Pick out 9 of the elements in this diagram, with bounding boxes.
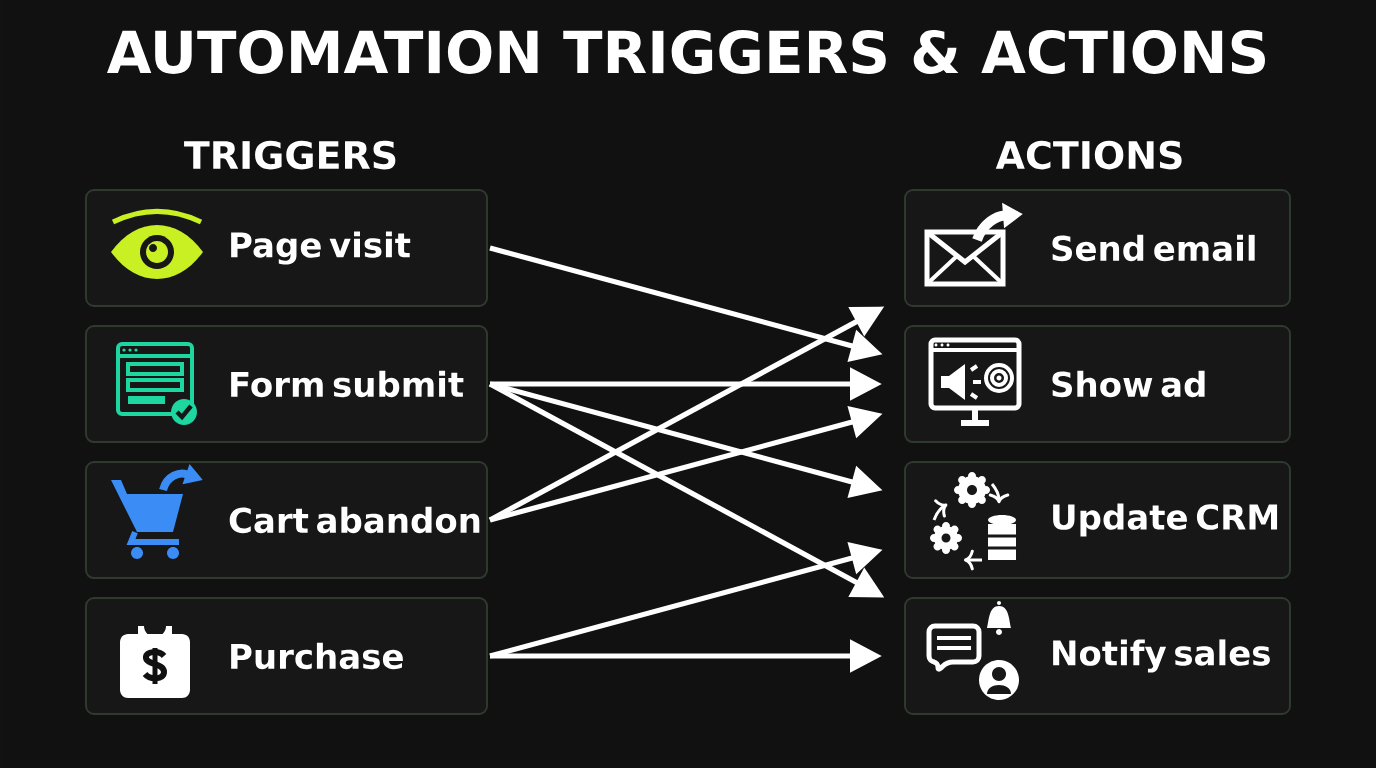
action-box: Notify sales <box>904 597 1291 715</box>
trigger-box: Purchase <box>85 597 488 715</box>
action-box: Show ad <box>904 325 1291 443</box>
trigger-box: Page visit <box>85 189 488 307</box>
action-box: Send email <box>904 189 1291 307</box>
action-box: Update CRM <box>904 461 1291 579</box>
trigger-box: Cart abandon <box>85 461 488 579</box>
title: AUTOMATION TRIGGERS & ACTIONS <box>107 30 1265 74</box>
trigger-box: Form submit <box>85 325 488 443</box>
